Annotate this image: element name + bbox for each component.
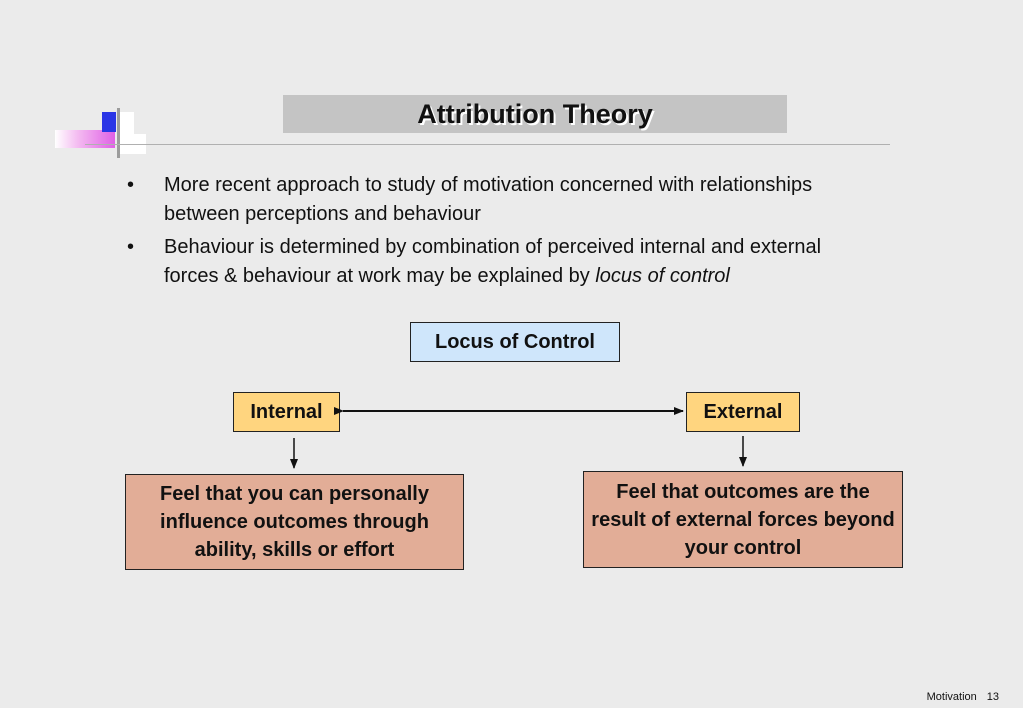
footer: Motivation 13: [917, 691, 999, 703]
bullet-emphasis: locus of control: [595, 265, 730, 287]
external-node: External: [686, 392, 800, 432]
bullet-list: • More recent approach to study of motiv…: [127, 171, 867, 295]
decorative-vertical-line: [117, 108, 120, 158]
bullet-text: More recent approach to study of motivat…: [164, 174, 813, 225]
decorative-white-square: [120, 112, 134, 134]
page-number: 13: [986, 691, 999, 703]
bullet-glyph: •: [127, 174, 135, 196]
internal-outcome-node: Feel that you can personally influence o…: [125, 474, 464, 570]
bullet-text-wrapper: Behaviour is determined by combination o…: [164, 233, 867, 291]
internal-node: Internal: [233, 392, 340, 432]
footer-label: Motivation: [926, 691, 977, 703]
decorative-gradient-bar: [55, 130, 115, 148]
bullet-glyph: •: [127, 236, 135, 258]
slide-title: Attribution Theory: [417, 98, 653, 129]
title-box: Attribution Theory: [283, 95, 787, 133]
decorative-blue-square: [102, 112, 116, 132]
external-outcome-node: Feel that outcomes are the result of ext…: [583, 471, 903, 568]
bullet-item: • More recent approach to study of motiv…: [127, 171, 867, 229]
bullet-item: • Behaviour is determined by combination…: [127, 233, 867, 291]
locus-of-control-node: Locus of Control: [410, 322, 620, 362]
bullet-text: Behaviour is determined by combination o…: [164, 236, 822, 287]
header-rule: [85, 144, 890, 145]
